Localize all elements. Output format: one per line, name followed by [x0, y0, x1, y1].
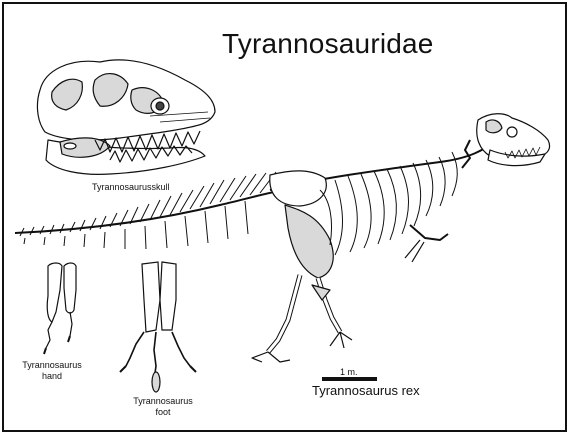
scale-bar-label: 1 m. [340, 367, 358, 377]
hand-drawing [44, 263, 76, 354]
foot-drawing [120, 262, 196, 392]
species-caption: Tyrannosaurus rex [312, 383, 420, 398]
page-title: Tyrannosauridae [222, 28, 434, 60]
head-drawing [462, 114, 550, 168]
scale-bar [322, 377, 377, 381]
foot-caption: Tyrannosaurus foot [128, 396, 198, 418]
body-drawing [252, 140, 495, 362]
skull-caption: Tyrannosaurusskull [92, 182, 170, 192]
skull-drawing [37, 60, 215, 175]
hand-caption: Tyrannosaurus hand [20, 360, 84, 382]
